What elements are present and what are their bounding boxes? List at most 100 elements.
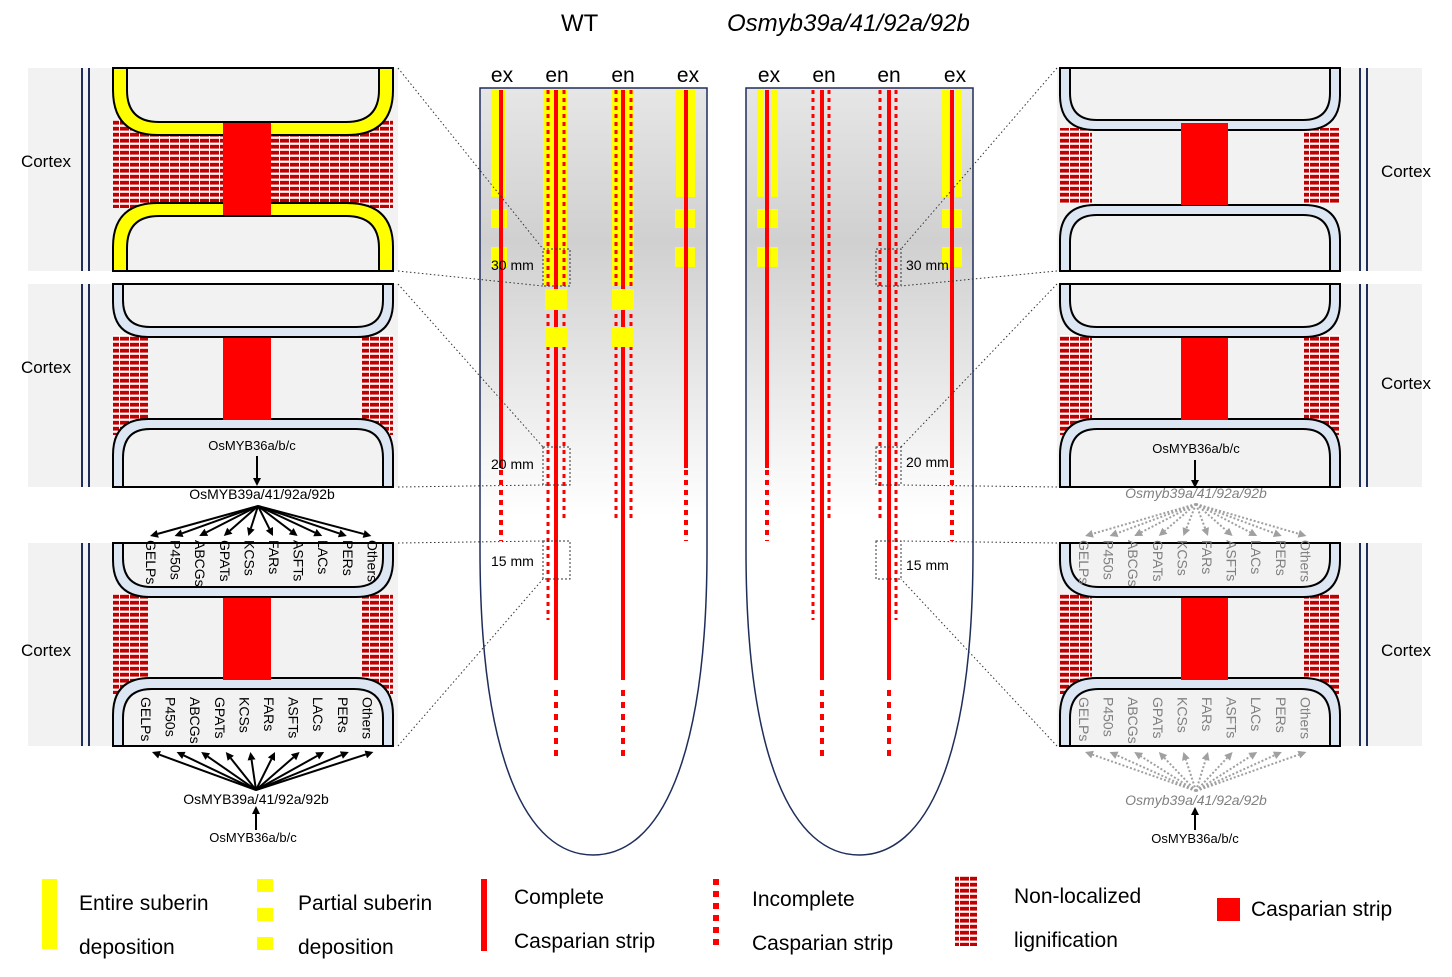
arrowhead: [1109, 751, 1119, 759]
arrowhead: [247, 752, 256, 761]
target-gene-label: ASFTs: [1224, 697, 1240, 738]
target-gene-label: PERs: [1273, 540, 1289, 576]
regulation-arrow: [257, 505, 316, 534]
arrowhead: [1224, 752, 1233, 761]
regulation-arrow: [1195, 757, 1228, 792]
target-gene-label: GPATs: [217, 540, 233, 582]
legend-partial-suberin-swatch: [257, 937, 273, 950]
target-gene-label: LACs: [1248, 540, 1264, 574]
arrowhead: [174, 529, 184, 538]
regulation-arrow: [1195, 503, 1275, 535]
regulation-arrow: [159, 753, 257, 791]
wt-en-label: en: [611, 64, 634, 87]
mut-zone-30-label: 30 mm: [906, 257, 949, 273]
regulation-arrow: [183, 754, 257, 791]
legend-line: lignification: [1014, 929, 1118, 952]
wt-ex-label: ex: [677, 64, 700, 87]
arrowhead: [1272, 751, 1282, 759]
target-gene-label: GELPs: [1076, 697, 1092, 741]
target-gene-label: GPATs: [1150, 697, 1166, 739]
target-gene-label: P450s: [168, 540, 184, 580]
arrowhead: [223, 527, 233, 536]
wt-myb36-label-bottom: OsMYB36a/b/c: [209, 830, 297, 845]
mut-root-outline: [745, 87, 974, 856]
regulation-arrow: [205, 505, 259, 534]
arrowhead: [1272, 529, 1282, 537]
arrowhead: [201, 752, 211, 760]
target-gene-label: GELPs: [138, 697, 154, 741]
mutant-header: Osmyb39a/41/92a/92b: [727, 10, 970, 37]
legend-lignification-swatch: [955, 876, 977, 946]
wt-myb39-label-bottom: OsMYB39a/41/92a/92b: [183, 791, 329, 807]
legend-line: Partial suberin: [298, 892, 433, 915]
casparian-strip: [1181, 338, 1228, 420]
wt-root-strips: [491, 90, 695, 760]
mut-root-strips: [757, 90, 962, 760]
target-gene-label: ABCGs: [192, 540, 208, 587]
target-gene-label: Others: [1297, 697, 1313, 739]
arrowhead: [253, 478, 261, 486]
target-gene-label: GELPs: [1076, 540, 1092, 584]
target-gene-label: P450s: [1101, 697, 1117, 737]
wt-zone-30-label: 30 mm: [491, 257, 534, 273]
regulation-arrow: [1195, 754, 1275, 792]
legend-line: Casparian strip: [1251, 898, 1393, 921]
wt-myb39-label: OsMYB39a/41/92a/92b: [189, 486, 335, 502]
mut-30mm-cells: [1059, 67, 1341, 272]
regulation-arrow: [1185, 503, 1197, 529]
target-gene-label: Others: [1297, 540, 1313, 582]
arrowhead: [152, 750, 161, 759]
wt-root-outline: [479, 87, 708, 856]
boundary-lines: [81, 68, 1368, 746]
arrowhead: [362, 530, 372, 538]
regulation-arrow: [255, 753, 367, 791]
arrowhead: [1134, 752, 1144, 760]
mut-myb39-label-bottom: Osmyb39a/41/92a/92b: [1125, 792, 1267, 808]
casparian-strip: [223, 123, 271, 215]
legend-entire-suberin-text: Entire suberin deposition: [79, 882, 209, 970]
arrowhead: [225, 752, 234, 761]
target-gene-label: FARs: [1199, 697, 1215, 731]
target-gene-label: ASFTs: [291, 540, 307, 581]
regulation-arrow: [257, 505, 271, 530]
arrowhead: [150, 530, 159, 538]
wt-target-arrows-top: [150, 505, 372, 538]
mut-zone-15-label: 15 mm: [906, 557, 949, 573]
target-gene-label: LACs: [315, 540, 331, 574]
casparian-strip: [1181, 123, 1228, 205]
wt-header: WT: [561, 10, 599, 37]
regulation-arrow: [1195, 503, 1228, 532]
target-gene-label: FARs: [1199, 540, 1215, 574]
mut-zone-20-label: 20 mm: [906, 454, 949, 470]
mut-20mm-cells: [1059, 283, 1341, 488]
arrowhead: [288, 527, 298, 536]
legend-line: deposition: [298, 936, 394, 959]
arrowhead: [247, 527, 255, 536]
regulation-arrow: [1195, 759, 1207, 792]
arrowhead: [1191, 480, 1199, 488]
regulation-arrow: [255, 755, 318, 791]
regulation-arrow: [255, 756, 295, 791]
arrowhead: [1201, 752, 1210, 761]
target-gene-label: PERs: [340, 540, 356, 576]
arrowhead: [1191, 807, 1199, 815]
arrowhead: [1134, 528, 1144, 536]
legend: [42, 876, 1240, 951]
legend-line: Non-localized: [1014, 885, 1142, 908]
regulation-arrow: [257, 505, 364, 535]
arrowhead: [1085, 750, 1094, 759]
regulation-arrow: [1195, 753, 1300, 792]
arrowhead: [315, 752, 325, 760]
target-gene-label: KCSs: [241, 540, 257, 576]
arrowhead: [313, 528, 323, 537]
target-gene-label: KCSs: [1174, 697, 1190, 733]
wt-ex-label: ex: [491, 64, 514, 87]
cortex-label: Cortex: [1381, 374, 1432, 393]
wt-30mm-cells: [112, 67, 394, 272]
arrowhead: [364, 750, 374, 759]
regulation-arrow: [1092, 503, 1197, 535]
legend-complete-swatch: [481, 879, 487, 951]
wt-myb36-label: OsMYB36a/b/c: [208, 438, 296, 453]
target-gene-label: ABCGs: [1125, 540, 1141, 587]
